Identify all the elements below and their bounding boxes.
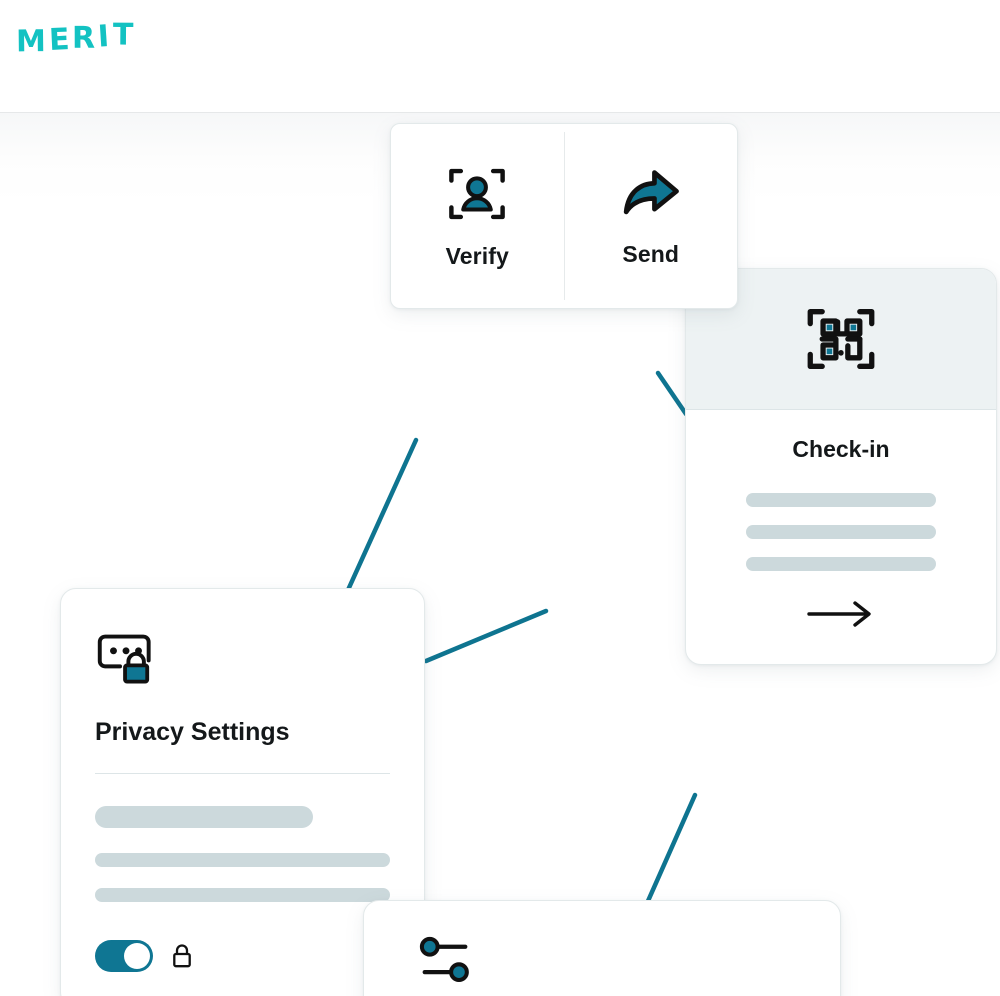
connector-sliders (645, 792, 698, 904)
placeholder-line (746, 525, 936, 539)
illustration-canvas: Check-in Verify (0, 113, 1000, 996)
connector-privacy-lower (423, 608, 549, 664)
connector-privacy-upper (345, 437, 419, 593)
arrow-right-icon (807, 601, 871, 627)
send-action[interactable]: Send (565, 124, 738, 308)
action-card[interactable]: Verify Send (390, 123, 738, 309)
connector-checkin (655, 370, 689, 417)
merit-logo[interactable]: MERIT (15, 17, 137, 60)
check-in-card[interactable]: Check-in (685, 268, 997, 665)
verify-person-scan-icon (449, 168, 506, 219)
send-label: Send (622, 240, 680, 267)
send-share-arrow-icon (623, 169, 679, 214)
privacy-toggle-row (95, 940, 390, 972)
privacy-toggle[interactable] (95, 940, 153, 972)
privacy-lock-icon (97, 634, 151, 684)
qr-code-icon (807, 309, 875, 369)
verify-action[interactable]: Verify (391, 124, 564, 308)
placeholder-line (95, 888, 390, 902)
placeholder-line (95, 853, 390, 867)
logo-letter: T (112, 17, 137, 53)
connector-lines (345, 370, 698, 904)
check-in-card-body: Check-in (686, 410, 996, 634)
privacy-divider (95, 773, 390, 774)
logo-letter: I (97, 18, 114, 55)
privacy-settings-title: Privacy Settings (95, 718, 290, 746)
toggle-knob (124, 943, 150, 969)
check-in-title: Check-in (792, 436, 890, 462)
verify-label: Verify (445, 242, 509, 269)
padlock-icon (173, 944, 191, 968)
logo-letter: M (15, 24, 50, 60)
check-in-cta[interactable] (746, 599, 936, 634)
placeholder-line (746, 557, 936, 571)
logo-letter: R (72, 20, 99, 56)
sliders-settings-icon (419, 936, 469, 983)
app-header: MERIT (0, 0, 1000, 113)
placeholder-line (95, 806, 314, 828)
action-card-divider (563, 132, 565, 300)
sliders-card[interactable] (363, 900, 841, 996)
logo-letter: E (48, 21, 74, 58)
placeholder-line (746, 493, 936, 507)
